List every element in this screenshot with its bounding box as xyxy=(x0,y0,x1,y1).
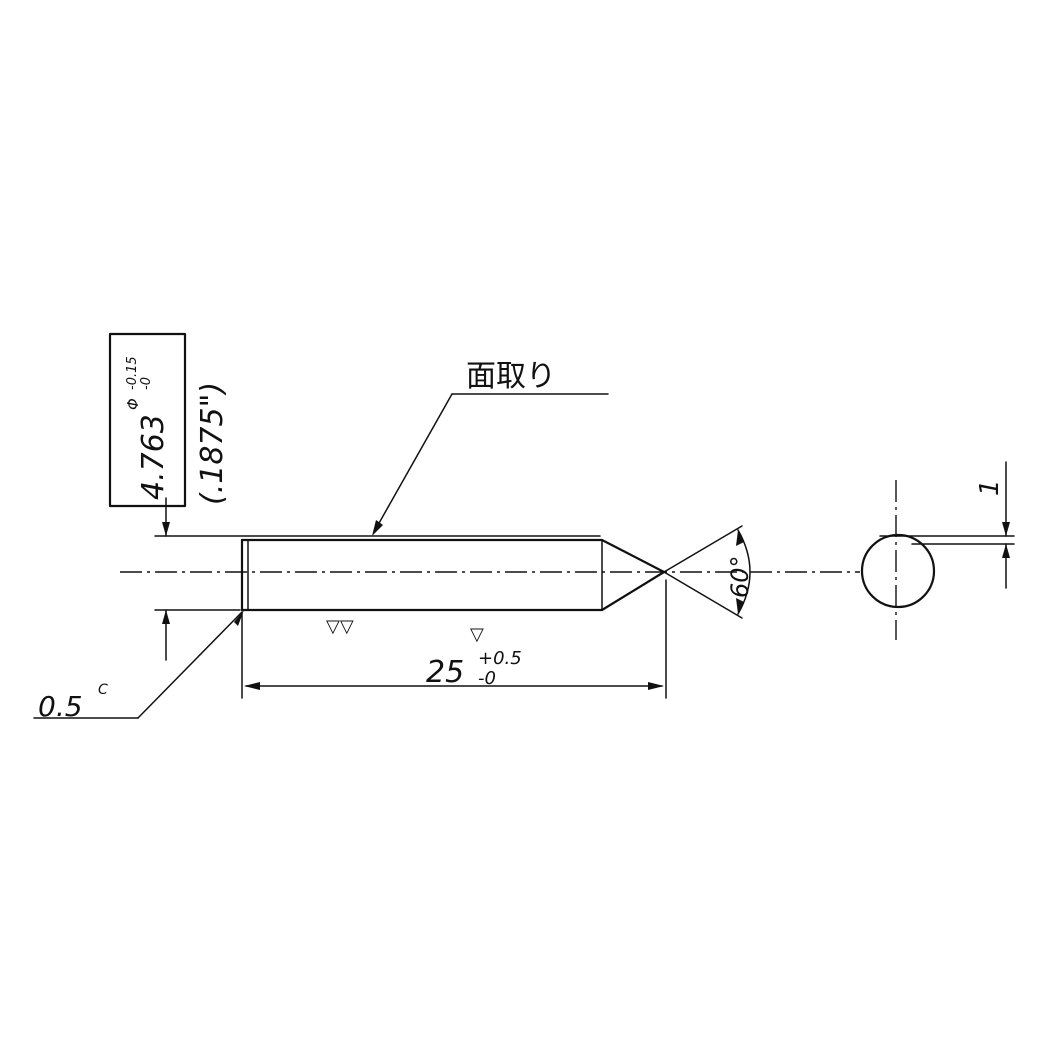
angle-dimension xyxy=(663,525,751,619)
length-tol-upper: +0.5 xyxy=(478,648,522,669)
diameter-extension-lines xyxy=(154,497,601,661)
edge-chamfer-suffix: C xyxy=(98,682,108,698)
length-value: 25 xyxy=(426,655,464,690)
angle-value: 60° xyxy=(726,555,754,598)
length-tol-lower: -0 xyxy=(478,668,496,689)
diameter-box xyxy=(108,332,187,508)
pin-body xyxy=(240,538,666,612)
diameter-tol-lower: -0 xyxy=(139,377,154,390)
diameter-prefix: Φ xyxy=(124,398,142,410)
edge-chamfer-value: 0.5 xyxy=(38,690,83,723)
finish-mark-double: ▽▽ xyxy=(326,616,354,637)
chamfer-leader xyxy=(372,393,609,536)
diameter-inch: (.1875") xyxy=(195,382,230,505)
length-dimension xyxy=(241,579,667,699)
finish-mark-single: ▽ xyxy=(470,624,484,645)
end-view xyxy=(860,461,1015,640)
flat-dimension-value: 1 xyxy=(975,479,1005,496)
diameter-tol-upper: -0.15 xyxy=(125,356,140,390)
chamfer-note: 面取り xyxy=(466,359,556,394)
diameter-value: 4.763 xyxy=(136,414,171,500)
